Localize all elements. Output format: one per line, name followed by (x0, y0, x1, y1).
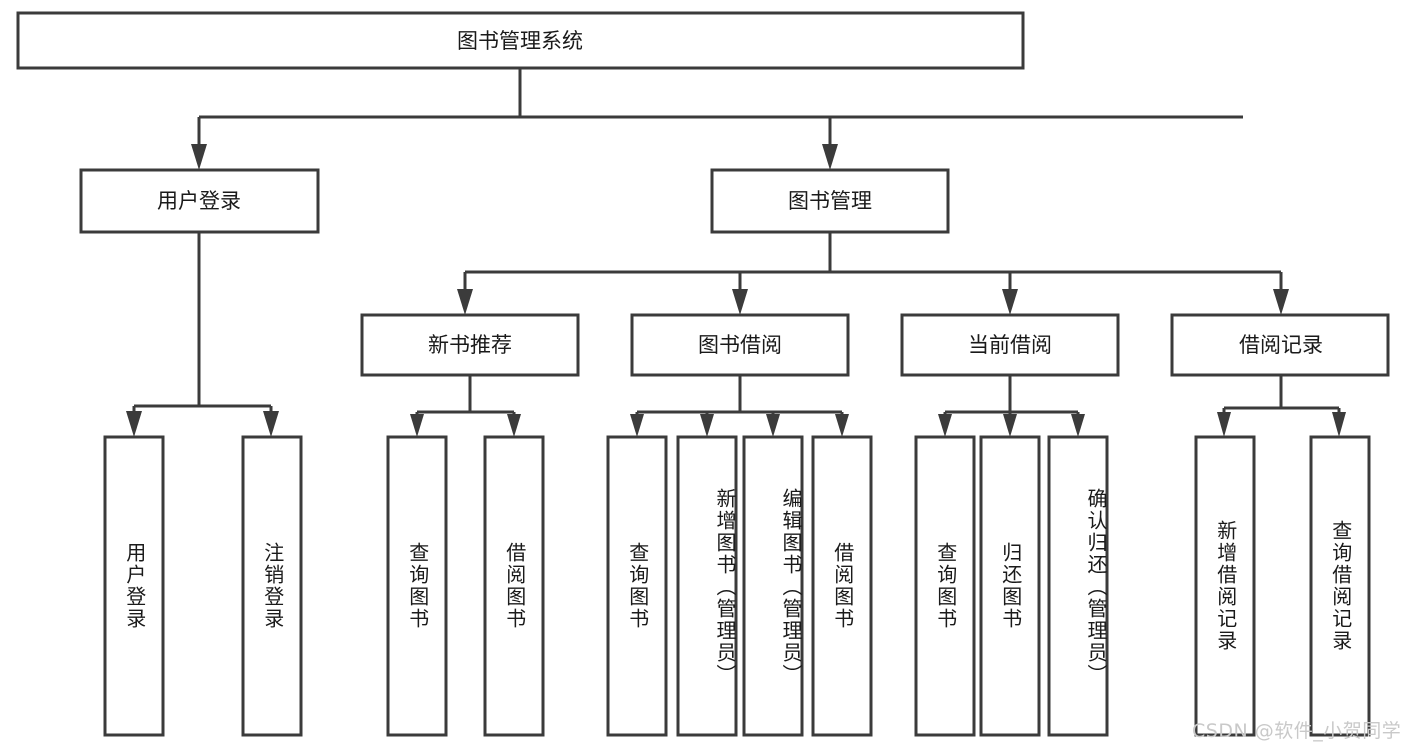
connector-bookborrow-to-leaves (630, 375, 849, 437)
connector-bookmgmt-to-level3 (457, 232, 1289, 315)
leaf-box-user-login-0[interactable] (103, 435, 165, 737)
leaf-box-borrow-record-0[interactable] (1194, 435, 1256, 737)
node-book-management[interactable]: 图书管理 (710, 168, 950, 234)
leaf-box-new-book-1[interactable] (483, 435, 545, 737)
connector-newbook-to-leaves (410, 375, 521, 437)
node-current-borrow-label: 当前借阅 (968, 333, 1052, 357)
leaf-box-user-login-1[interactable] (241, 435, 303, 737)
node-new-book-recommend-label: 新书推荐 (428, 333, 512, 357)
leaf-box-current-borrow-2[interactable] (1047, 435, 1109, 737)
node-borrow-record-label: 借阅记录 (1239, 333, 1323, 357)
leaf-box-current-borrow-0[interactable] (914, 435, 976, 737)
leaf-box-borrow-record-1[interactable] (1309, 435, 1371, 737)
node-book-borrow[interactable]: 图书借阅 (630, 313, 850, 377)
node-user-login-label: 用户登录 (157, 189, 241, 213)
node-root[interactable]: 图书管理系统 (16, 11, 1025, 70)
leaf-box-book-borrow-2[interactable] (742, 435, 804, 737)
node-new-book-recommend[interactable]: 新书推荐 (360, 313, 580, 377)
connector-borrowrecord-to-leaves (1217, 375, 1346, 437)
leaf-box-current-borrow-1[interactable] (979, 435, 1041, 737)
node-book-borrow-label: 图书借阅 (698, 333, 782, 357)
node-user-login[interactable]: 用户登录 (79, 168, 320, 234)
connector-userlogin-to-leaves (126, 232, 279, 437)
node-book-management-label: 图书管理 (788, 189, 872, 213)
node-current-borrow[interactable]: 当前借阅 (900, 313, 1120, 377)
leaf-box-new-book-0[interactable] (386, 435, 448, 737)
leaf-box-book-borrow-1[interactable] (676, 435, 738, 737)
leaf-box-book-borrow-0[interactable] (606, 435, 668, 737)
node-root-label: 图书管理系统 (457, 29, 583, 53)
connector-currentborrow-to-leaves (938, 375, 1085, 437)
csdn-watermark: CSDN @软件_小贺同学 (1192, 720, 1402, 742)
node-borrow-record[interactable]: 借阅记录 (1170, 313, 1390, 377)
leaf-box-book-borrow-3[interactable] (811, 435, 873, 737)
connector-root-to-level2 (191, 68, 1243, 170)
